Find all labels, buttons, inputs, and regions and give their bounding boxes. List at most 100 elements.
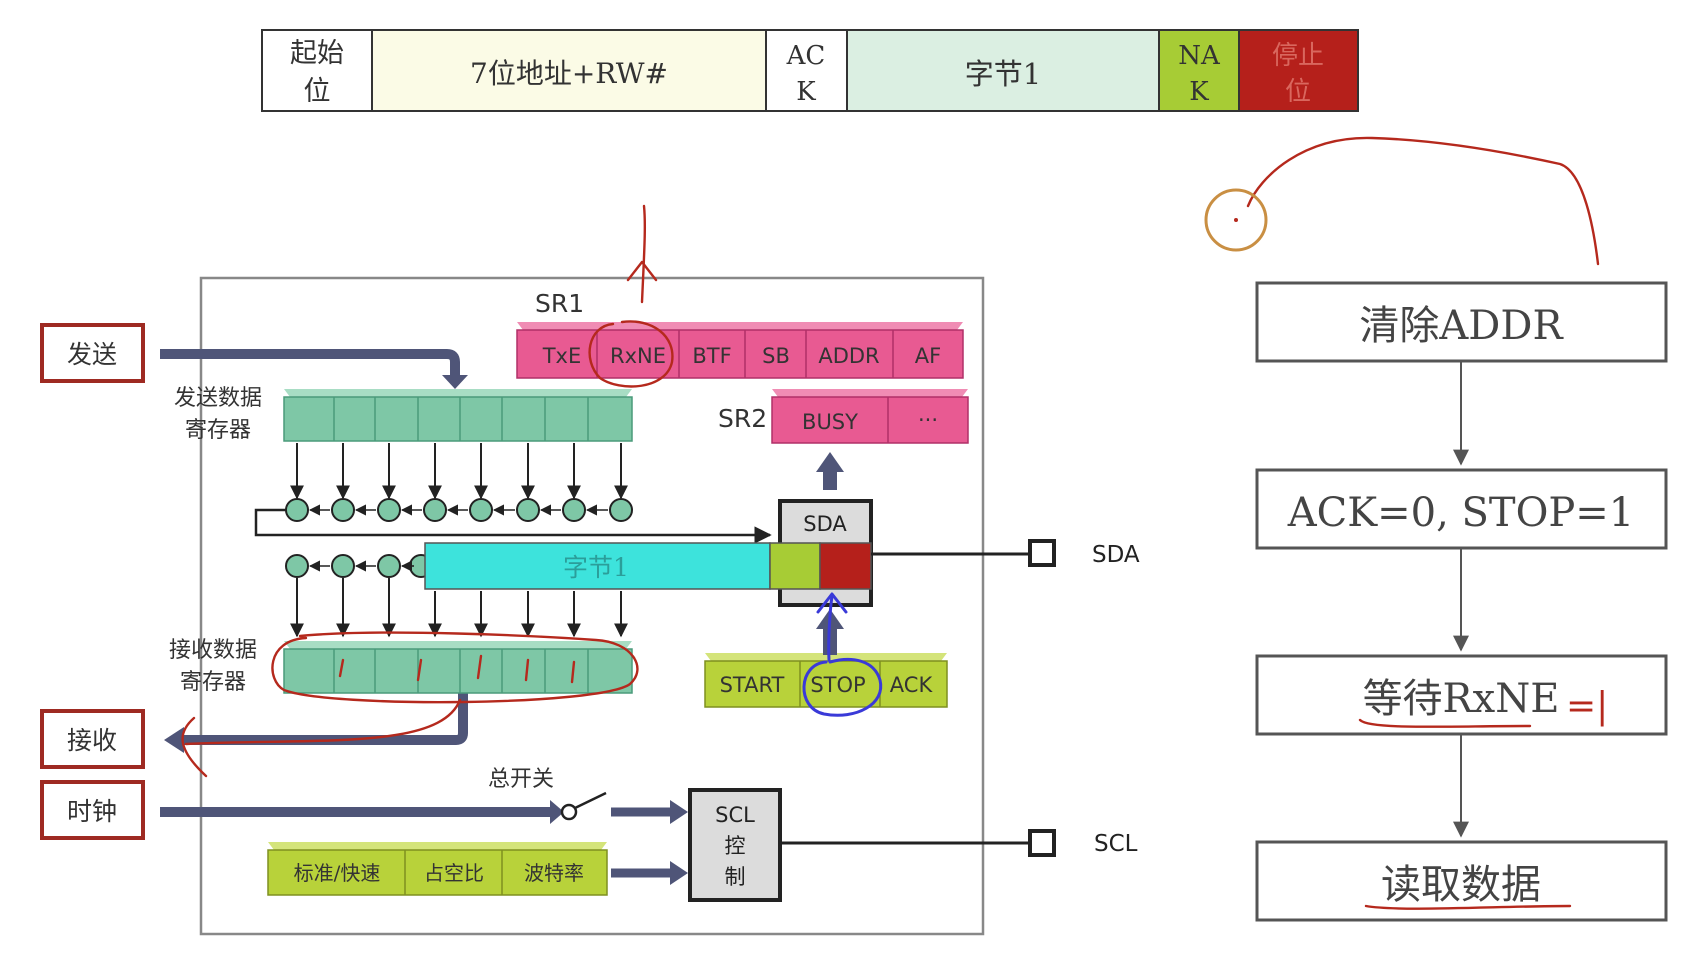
clk-register-bevel bbox=[268, 842, 607, 850]
ctrl-register-bevel bbox=[705, 653, 947, 661]
scl-pin-label: SCL bbox=[1094, 831, 1138, 857]
sr1-bit-btf: BTF bbox=[692, 344, 731, 368]
sda-block-label: SDA bbox=[803, 512, 847, 536]
frame-byte-cell bbox=[846, 29, 1160, 112]
flow-step-2-label: ACK=0, STOP=1 bbox=[1287, 490, 1635, 536]
clk-bit-duty: 占空比 bbox=[424, 861, 484, 885]
frame-nak-label-1: NA bbox=[1178, 41, 1221, 71]
tx-output-line bbox=[254, 508, 772, 544]
rxne-up-annotation bbox=[640, 204, 647, 304]
send-button[interactable] bbox=[40, 323, 145, 383]
frame-byte-label: 字节1 bbox=[965, 57, 1041, 91]
frame-nak-cell bbox=[1158, 29, 1240, 112]
main-switch-label: 总开关 bbox=[488, 767, 554, 792]
rxne-equals-one-note: =| bbox=[1566, 686, 1608, 727]
sr2-update-arrow bbox=[816, 452, 844, 472]
i2c-frame-bar: 起始 位 7位地址+RW# AC K 字节1 NA K 停止 位 bbox=[261, 29, 1359, 112]
frame-stop-label-2: 位 bbox=[1285, 77, 1311, 107]
tx-register-bevel bbox=[284, 389, 632, 397]
sr1-bit-addr: ADDR bbox=[818, 344, 879, 368]
tx-data-register bbox=[283, 396, 633, 442]
ctrl-register bbox=[704, 660, 948, 708]
sda-pin bbox=[1028, 539, 1056, 567]
shift-register-byte-label: 字节1 bbox=[563, 553, 629, 582]
ctrl-bit-ack: ACK bbox=[890, 673, 934, 697]
rxne-circle-annotation bbox=[588, 320, 674, 388]
scl-control-label-1: SCL bbox=[715, 803, 755, 827]
stop-circle-annotation bbox=[802, 658, 883, 717]
tx-register-label-1: 发送数据 bbox=[174, 386, 262, 411]
frame-ack-label-1: AC bbox=[786, 41, 826, 71]
frame-ack-cell bbox=[765, 29, 848, 112]
rx-register-circle-annotation bbox=[271, 631, 639, 704]
send-arrow-head bbox=[442, 375, 468, 389]
frame-start-cell bbox=[261, 29, 373, 112]
clock-button[interactable] bbox=[40, 780, 145, 840]
sr2-top-bevel bbox=[772, 389, 968, 397]
frame-address-cell bbox=[371, 29, 767, 112]
tx-load-arrows bbox=[290, 443, 628, 500]
switch-to-scl-arrow bbox=[670, 800, 688, 824]
frame-stop-label-1: 停止 bbox=[1272, 41, 1324, 71]
shift-stop-bit bbox=[819, 542, 872, 590]
receive-button[interactable] bbox=[40, 709, 145, 769]
sr1-top-bevel bbox=[517, 322, 963, 330]
sda-pin-label: SDA bbox=[1092, 542, 1140, 568]
sr2-register bbox=[771, 396, 969, 444]
scl-pin bbox=[1028, 829, 1056, 857]
rx-register-label-1: 接收数据 bbox=[169, 638, 257, 663]
rx-register-bevel bbox=[284, 641, 632, 649]
shift-register-byte bbox=[424, 542, 771, 590]
flow-step-3-label: 等待RxNE bbox=[1363, 676, 1560, 722]
rx-data-register bbox=[283, 648, 633, 694]
wait-rxne-underline bbox=[1358, 718, 1532, 728]
rx-register-label-2: 寄存器 bbox=[180, 670, 246, 695]
clock-button-label: 时钟 bbox=[67, 797, 117, 826]
sr1-bit-rxne: RxNE bbox=[610, 344, 666, 368]
i2c-block-diagram: 发送 接收 时钟 SR1 TxE RxNE BTF SB ADDR AF bbox=[40, 276, 1140, 936]
clk-to-scl-arrow bbox=[670, 861, 688, 885]
scl-control-label-3: 制 bbox=[725, 865, 746, 889]
clk-bit-baud: 波特率 bbox=[524, 861, 584, 885]
clock-arrow-head bbox=[550, 800, 564, 824]
ctrl-bit-stop: STOP bbox=[810, 673, 865, 697]
receive-button-label: 接收 bbox=[67, 726, 117, 755]
flow-step-4-label: 读取数据 bbox=[1381, 862, 1541, 908]
main-switch[interactable] bbox=[560, 803, 578, 821]
sr1-label: SR1 bbox=[535, 289, 584, 318]
clk-config-register bbox=[267, 849, 608, 896]
sr1-bit-txe: TxE bbox=[542, 344, 582, 368]
receive-arrow-head bbox=[164, 727, 184, 753]
scl-control-block bbox=[688, 788, 782, 902]
receive-path-arrow bbox=[180, 693, 468, 745]
scl-control-label-2: 控 bbox=[725, 834, 746, 858]
frame-address-label: 7位地址+RW# bbox=[470, 57, 668, 90]
flow-step-1-label: 清除ADDR bbox=[1359, 303, 1564, 349]
sr2-label: SR2 bbox=[718, 404, 767, 433]
sr1-bit-sb: SB bbox=[762, 344, 790, 368]
send-path-arrow bbox=[160, 349, 460, 378]
handwritten-annotations: =| bbox=[181, 136, 1608, 910]
sr2-bit-more: ··· bbox=[918, 408, 938, 432]
stop-up-annotation bbox=[827, 594, 834, 662]
rx-load-arrows bbox=[290, 578, 628, 638]
frame-start-label-2: 位 bbox=[304, 76, 331, 107]
tx-register-label-2: 寄存器 bbox=[185, 418, 251, 443]
sr2-bit-busy: BUSY bbox=[802, 410, 858, 434]
sr1-bit-af: AF bbox=[915, 344, 941, 368]
read-data-underline bbox=[1364, 904, 1572, 910]
flowchart-top-annotation bbox=[1246, 136, 1600, 266]
frame-start-label-1: 起始 bbox=[290, 38, 344, 69]
cursor-ring bbox=[1204, 188, 1268, 252]
frame-stop-cell bbox=[1238, 29, 1359, 112]
ctrl-bit-start: START bbox=[720, 673, 785, 697]
frame-ack-label-2: K bbox=[796, 77, 816, 107]
receive-path-annotation bbox=[184, 698, 462, 746]
shift-ack-bit bbox=[769, 542, 821, 590]
send-button-label: 发送 bbox=[67, 340, 117, 369]
sr1-register bbox=[516, 329, 964, 379]
frame-nak-label-2: K bbox=[1189, 77, 1209, 107]
flow-step-wait-rxne bbox=[1255, 654, 1668, 736]
read-flowchart: 清除ADDR ACK=0, STOP=1 等待RxNE 读取数据 bbox=[1255, 281, 1668, 922]
